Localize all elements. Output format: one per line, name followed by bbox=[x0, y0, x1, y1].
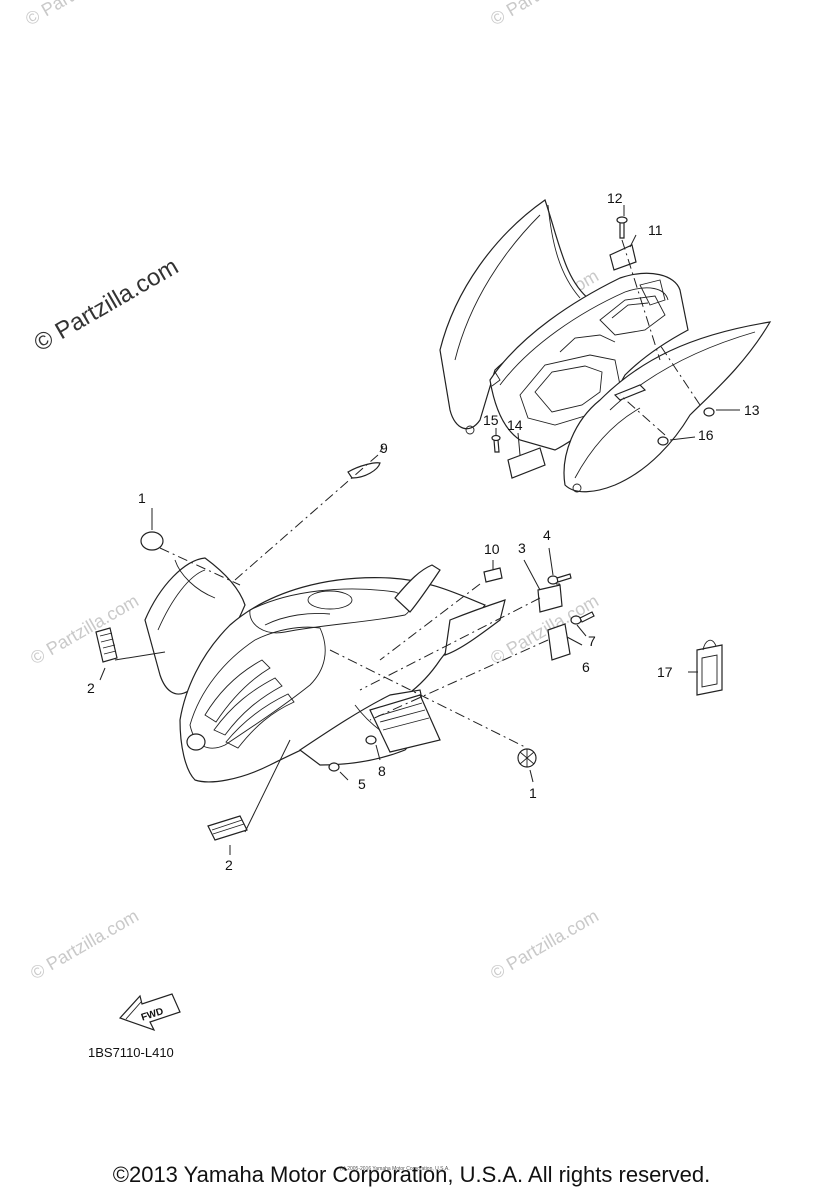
callout-1-top: 1 bbox=[138, 490, 146, 506]
rear-fender bbox=[439, 199, 772, 493]
bolt-4 bbox=[547, 575, 559, 585]
callout-1-bottom: 1 bbox=[529, 785, 537, 801]
callouts: 1 1 2 2 3 4 5 6 7 8 9 10 11 12 13 14 15 … bbox=[87, 190, 760, 873]
nut-13 bbox=[703, 407, 715, 417]
tag-17 bbox=[696, 644, 723, 696]
callout-9: 9 bbox=[380, 440, 388, 456]
fwd-arrow: FWD bbox=[118, 993, 181, 1032]
diagram-code: 1BS7110-L410 bbox=[88, 1045, 174, 1060]
footer-copyright: ©2013 Yamaha Motor Corporation, U.S.A. A… bbox=[112, 1162, 711, 1187]
callout-4: 4 bbox=[543, 527, 551, 543]
callout-8: 8 bbox=[378, 763, 386, 779]
callout-2-lower: 2 bbox=[225, 857, 233, 873]
callout-16: 16 bbox=[698, 427, 714, 443]
decal-2-lower bbox=[207, 815, 248, 841]
plate-6 bbox=[547, 623, 571, 661]
label-11 bbox=[609, 244, 637, 271]
leader-lines bbox=[99, 205, 740, 855]
callout-12: 12 bbox=[607, 190, 623, 206]
tiny-copyright: (c) 2005-2016 Yamaha Motor Corporation, … bbox=[340, 1166, 450, 1172]
watermark-main: © Partzilla.com bbox=[30, 253, 184, 357]
decal-2-upper bbox=[95, 627, 118, 663]
callout-5: 5 bbox=[358, 776, 366, 792]
front-small-parts bbox=[95, 462, 723, 841]
callout-10: 10 bbox=[484, 541, 500, 557]
callout-15: 15 bbox=[483, 412, 499, 428]
watermark-mid-left: © Partzilla.com bbox=[27, 590, 142, 668]
watermark-top-right: © Partzilla.com bbox=[487, 0, 602, 29]
front-fender bbox=[144, 557, 506, 783]
emblem-1-top bbox=[140, 531, 164, 551]
nut-8 bbox=[365, 735, 377, 745]
callout-17: 17 bbox=[657, 664, 673, 680]
watermark-bottom-right: © Partzilla.com bbox=[487, 905, 602, 983]
callout-11: 11 bbox=[648, 222, 663, 238]
callout-7: 7 bbox=[588, 633, 596, 649]
callout-6: 6 bbox=[582, 659, 590, 675]
nut-5 bbox=[328, 762, 340, 772]
label-10 bbox=[483, 567, 503, 583]
callout-2-upper: 2 bbox=[87, 680, 95, 696]
bolt-7 bbox=[570, 615, 582, 625]
watermark-group: © Partzilla.com © Partzilla.com © Partzi… bbox=[22, 0, 602, 983]
bolt-15 bbox=[493, 439, 500, 453]
label-14 bbox=[507, 447, 546, 479]
callout-14: 14 bbox=[507, 417, 523, 433]
watermark-top-left: © Partzilla.com bbox=[22, 0, 137, 29]
plate-3 bbox=[537, 584, 563, 613]
bolt-12 bbox=[619, 221, 625, 239]
nut-16 bbox=[657, 436, 669, 446]
watermark-bottom-left: © Partzilla.com bbox=[27, 905, 142, 983]
callout-3: 3 bbox=[518, 540, 526, 556]
rear-small-parts bbox=[491, 216, 715, 479]
decal-9 bbox=[347, 462, 381, 479]
callout-13: 13 bbox=[744, 402, 760, 418]
